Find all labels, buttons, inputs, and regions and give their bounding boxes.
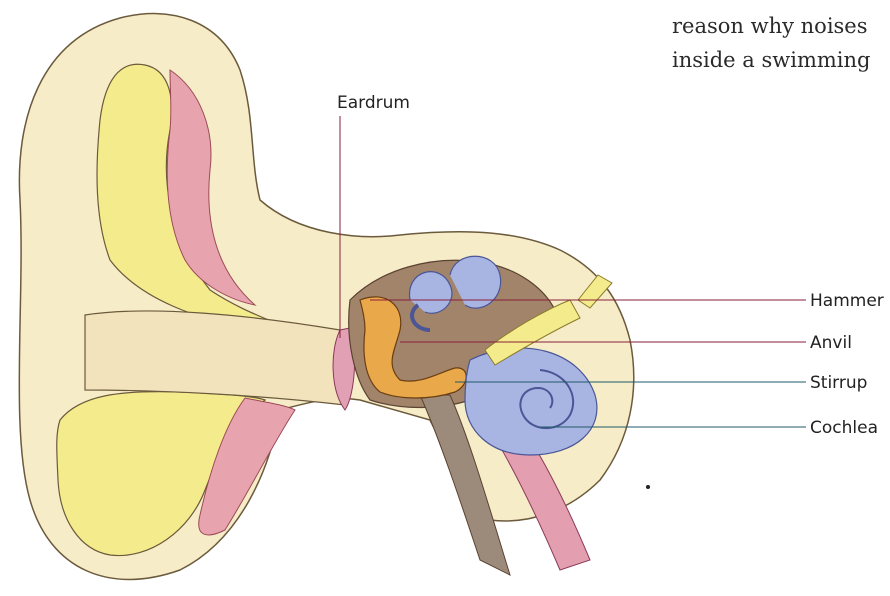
label-anvil: Anvil xyxy=(810,333,852,353)
body-text-line-2: inside a swimming xyxy=(672,48,870,72)
label-stirrup: Stirrup xyxy=(810,373,867,393)
label-hammer: Hammer xyxy=(810,291,884,311)
label-cochlea: Cochlea xyxy=(810,418,878,438)
ear-canal xyxy=(85,311,345,405)
body-text-line-1: reason why noises xyxy=(672,14,868,38)
label-eardrum: Eardrum xyxy=(337,93,410,113)
speck xyxy=(646,485,650,489)
